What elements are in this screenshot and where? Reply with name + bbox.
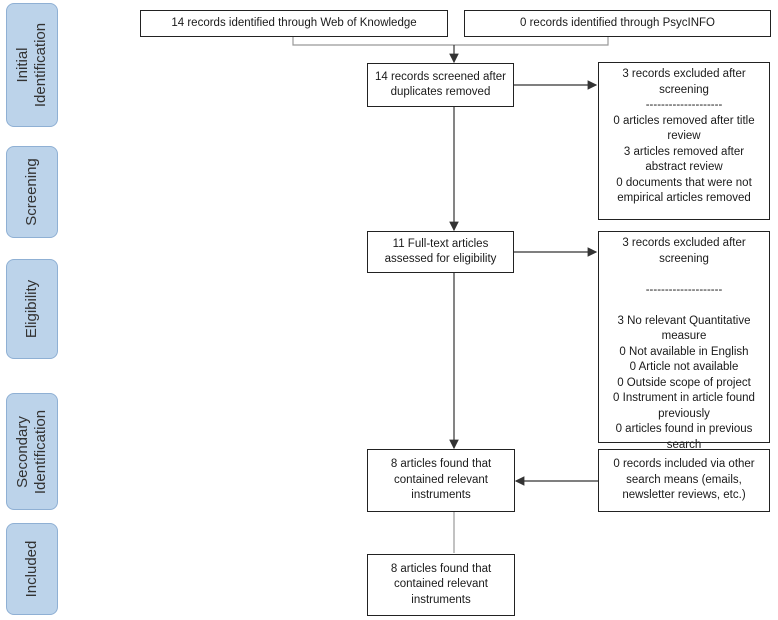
exclusion-line bbox=[682, 267, 685, 283]
exclusion-line: review bbox=[667, 130, 701, 142]
phase-initial-identification: Initial Identification bbox=[6, 3, 58, 127]
exclusion-line: empirical articles removed bbox=[617, 192, 751, 204]
exclusion-line: 3 No relevant Quantitative bbox=[617, 314, 751, 327]
exclusion-line: 0 Not available in English bbox=[619, 345, 749, 358]
exclusion-line: 3 articles removed after bbox=[623, 145, 745, 158]
phase-secondary-identification: Secondary Identification bbox=[6, 393, 58, 510]
exclusion-line: 0 documents that were not bbox=[616, 176, 752, 189]
exclusion-line: search bbox=[666, 438, 702, 451]
exclusion-line: 0 Article not available bbox=[629, 361, 739, 373]
box-web-of-knowledge: 14 records identified through Web of Kno… bbox=[140, 10, 448, 37]
exclusion-line: 0 Outside scope of project bbox=[617, 376, 751, 389]
box-other-search: 0 records included via other search mean… bbox=[598, 449, 770, 512]
phase-included: Included bbox=[6, 523, 58, 615]
box-included-articles: 8 articles found that contained relevant… bbox=[367, 554, 515, 616]
box-screened: 14 records screened after duplicates rem… bbox=[367, 63, 514, 107]
exclusion-line bbox=[682, 298, 685, 314]
phase-eligibility: Eligibility bbox=[6, 259, 58, 359]
exclusion-line: previously bbox=[658, 407, 710, 420]
box-excluded-eligibility: 3 records excluded after screening ------… bbox=[598, 231, 770, 451]
exclusion-line: abstract review bbox=[645, 161, 723, 173]
phase-screening: Screening bbox=[6, 146, 58, 238]
exclusion-line: -------------------- bbox=[645, 283, 723, 296]
exclusion-line: screening bbox=[659, 252, 709, 265]
merge-connector bbox=[292, 37, 609, 46]
exclusion-line: measure bbox=[661, 330, 707, 342]
exclusion-line: 0 articles removed after title bbox=[613, 114, 755, 127]
exclusion-line: 0 Instrument in article found bbox=[613, 392, 755, 404]
box-fulltext: 11 Full-text articles assessed for eligi… bbox=[367, 231, 514, 273]
exclusion-line: 0 articles found in previous bbox=[615, 423, 753, 435]
exclusion-line: 3 records excluded after bbox=[622, 68, 746, 80]
exclusion-line: -------------------- bbox=[645, 99, 723, 111]
box-excluded-screening: 3 records excluded after screening -------… bbox=[598, 62, 770, 220]
box-psycinfo: 0 records identified through PsycINFO bbox=[464, 10, 771, 37]
exclusion-line: screening bbox=[659, 83, 709, 96]
exclusion-line: 3 records excluded after bbox=[622, 237, 746, 249]
box-secondary-articles: 8 articles found that contained relevant… bbox=[367, 449, 515, 512]
